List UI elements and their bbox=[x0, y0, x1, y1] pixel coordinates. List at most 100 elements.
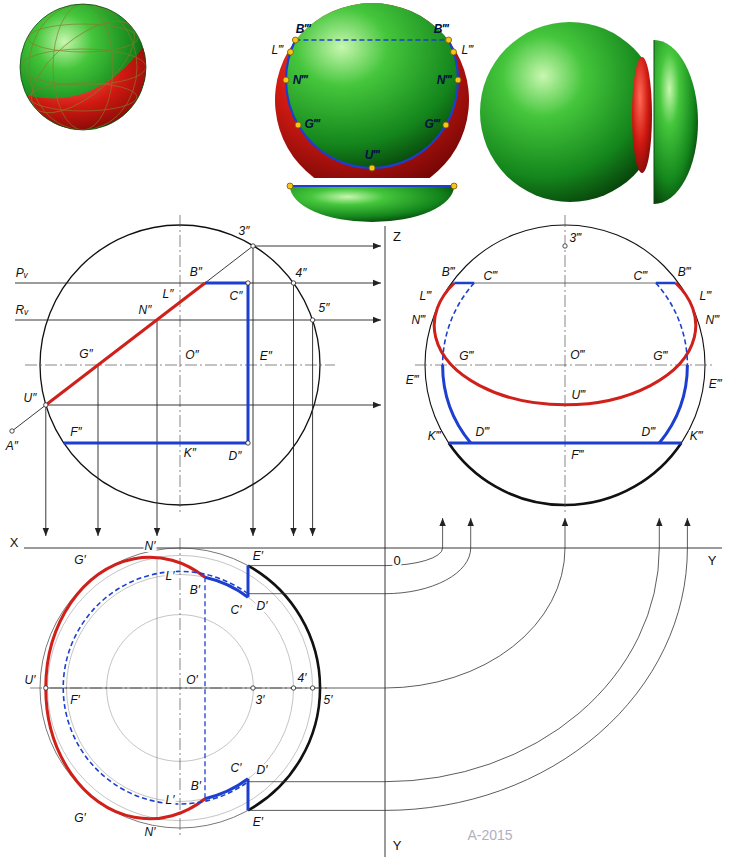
point-label: G′ bbox=[73, 812, 87, 824]
plane-section bbox=[205, 779, 248, 799]
plane-trace bbox=[15, 320, 381, 321]
projection-link bbox=[45, 405, 46, 536]
point-mark bbox=[251, 244, 255, 248]
point-mark bbox=[44, 686, 48, 690]
cap-edge bbox=[290, 185, 454, 187]
sphere-3d-middle bbox=[270, 0, 475, 222]
point-label: 5″ bbox=[318, 302, 331, 314]
point-label: F″ bbox=[69, 426, 83, 438]
center-line bbox=[180, 215, 181, 515]
x-axis bbox=[24, 548, 722, 549]
point-label: D′ bbox=[256, 764, 269, 776]
point-mark bbox=[310, 318, 314, 322]
point-label: N‴ bbox=[292, 74, 308, 86]
separated-cap bbox=[654, 40, 698, 204]
axis-label: Y bbox=[707, 554, 718, 567]
point-label: U″ bbox=[23, 392, 38, 404]
point-label: N′ bbox=[144, 826, 157, 838]
point-label: G‴ bbox=[652, 350, 668, 362]
point-label: B‴ bbox=[677, 266, 691, 278]
notch-section bbox=[443, 283, 688, 443]
transfer-arc bbox=[248, 518, 443, 566]
top-view bbox=[30, 518, 687, 838]
point-label: B′ bbox=[190, 780, 202, 792]
transfer-arc bbox=[248, 518, 659, 782]
point-label: B′ bbox=[189, 584, 201, 596]
point-label: B‴ bbox=[295, 23, 311, 35]
point-dot bbox=[451, 49, 457, 55]
point-label: U‴ bbox=[364, 149, 380, 161]
front-view bbox=[10, 215, 381, 536]
point-label: L‴ bbox=[461, 44, 474, 56]
sphere-grid bbox=[17, 4, 150, 130]
projection-link bbox=[253, 246, 381, 247]
point-label: O‴ bbox=[569, 349, 585, 361]
plane-trace bbox=[15, 283, 381, 284]
point-dot bbox=[446, 37, 452, 43]
point-label: D′ bbox=[256, 600, 269, 612]
point-label: C‴ bbox=[633, 270, 648, 282]
point-label: L‴ bbox=[419, 290, 432, 302]
point-label: U′ bbox=[24, 674, 37, 686]
point-label: D‴ bbox=[475, 426, 490, 438]
visible-arc bbox=[443, 365, 471, 443]
point-label: G″ bbox=[78, 348, 94, 360]
transfer-arc bbox=[46, 518, 565, 688]
point-label: E″ bbox=[259, 350, 273, 362]
point-label: A″ bbox=[5, 440, 19, 452]
plane-trace bbox=[474, 283, 656, 284]
grid-parallel bbox=[20, 49, 146, 85]
sphere-3d-left bbox=[15, 4, 150, 130]
point-dot bbox=[283, 77, 289, 83]
point-label: Rᵥ bbox=[15, 304, 30, 316]
point-label: 3′ bbox=[255, 694, 266, 706]
point-mark bbox=[246, 281, 250, 285]
point-label: 3″ bbox=[238, 225, 251, 237]
projection-link bbox=[312, 320, 313, 536]
projection-link bbox=[293, 283, 294, 536]
point-label: B‴ bbox=[441, 266, 455, 278]
grid-parallel bbox=[29, 83, 137, 111]
grid-meridian bbox=[29, 4, 137, 130]
transfer-arc bbox=[248, 518, 471, 594]
vertical-section bbox=[247, 779, 250, 811]
point-label: N‴ bbox=[411, 314, 426, 326]
point-label: N‴ bbox=[705, 314, 720, 326]
section-chord bbox=[295, 39, 448, 41]
projection-link bbox=[253, 246, 254, 536]
point-label: N′ bbox=[144, 540, 157, 552]
point-mark bbox=[291, 281, 295, 285]
point-dot bbox=[369, 165, 375, 171]
notch-cut bbox=[64, 283, 248, 443]
center-lines bbox=[415, 215, 715, 515]
point-label: 4″ bbox=[295, 267, 308, 279]
point-dot bbox=[295, 122, 301, 128]
point-mark bbox=[10, 429, 14, 433]
z-axis bbox=[385, 226, 386, 857]
section-outline bbox=[286, 40, 458, 168]
point-label: E‴ bbox=[708, 378, 722, 390]
transfer-arcs bbox=[46, 518, 688, 810]
point-label: E′ bbox=[252, 550, 264, 562]
point-label: C′ bbox=[230, 762, 243, 774]
point-label: F‴ bbox=[570, 449, 584, 461]
cap-edge bbox=[654, 40, 655, 204]
point-marks bbox=[10, 244, 315, 445]
point-label: C″ bbox=[229, 290, 244, 302]
projection-link bbox=[157, 320, 158, 536]
inclined-cut bbox=[46, 283, 205, 405]
point-label: D‴ bbox=[641, 426, 656, 438]
sphere-outline bbox=[20, 4, 146, 130]
inclined-section bbox=[434, 283, 696, 405]
point-label: G′ bbox=[73, 554, 87, 566]
point-label: N″ bbox=[138, 304, 153, 316]
point-dot bbox=[443, 122, 449, 128]
axis-label: Z bbox=[392, 230, 402, 243]
point-label: C′ bbox=[230, 604, 243, 616]
plane-extension bbox=[12, 405, 46, 431]
point-label: L′ bbox=[165, 570, 176, 582]
grid-parallel bbox=[28, 24, 138, 52]
point-label: Pᵥ bbox=[15, 267, 29, 279]
